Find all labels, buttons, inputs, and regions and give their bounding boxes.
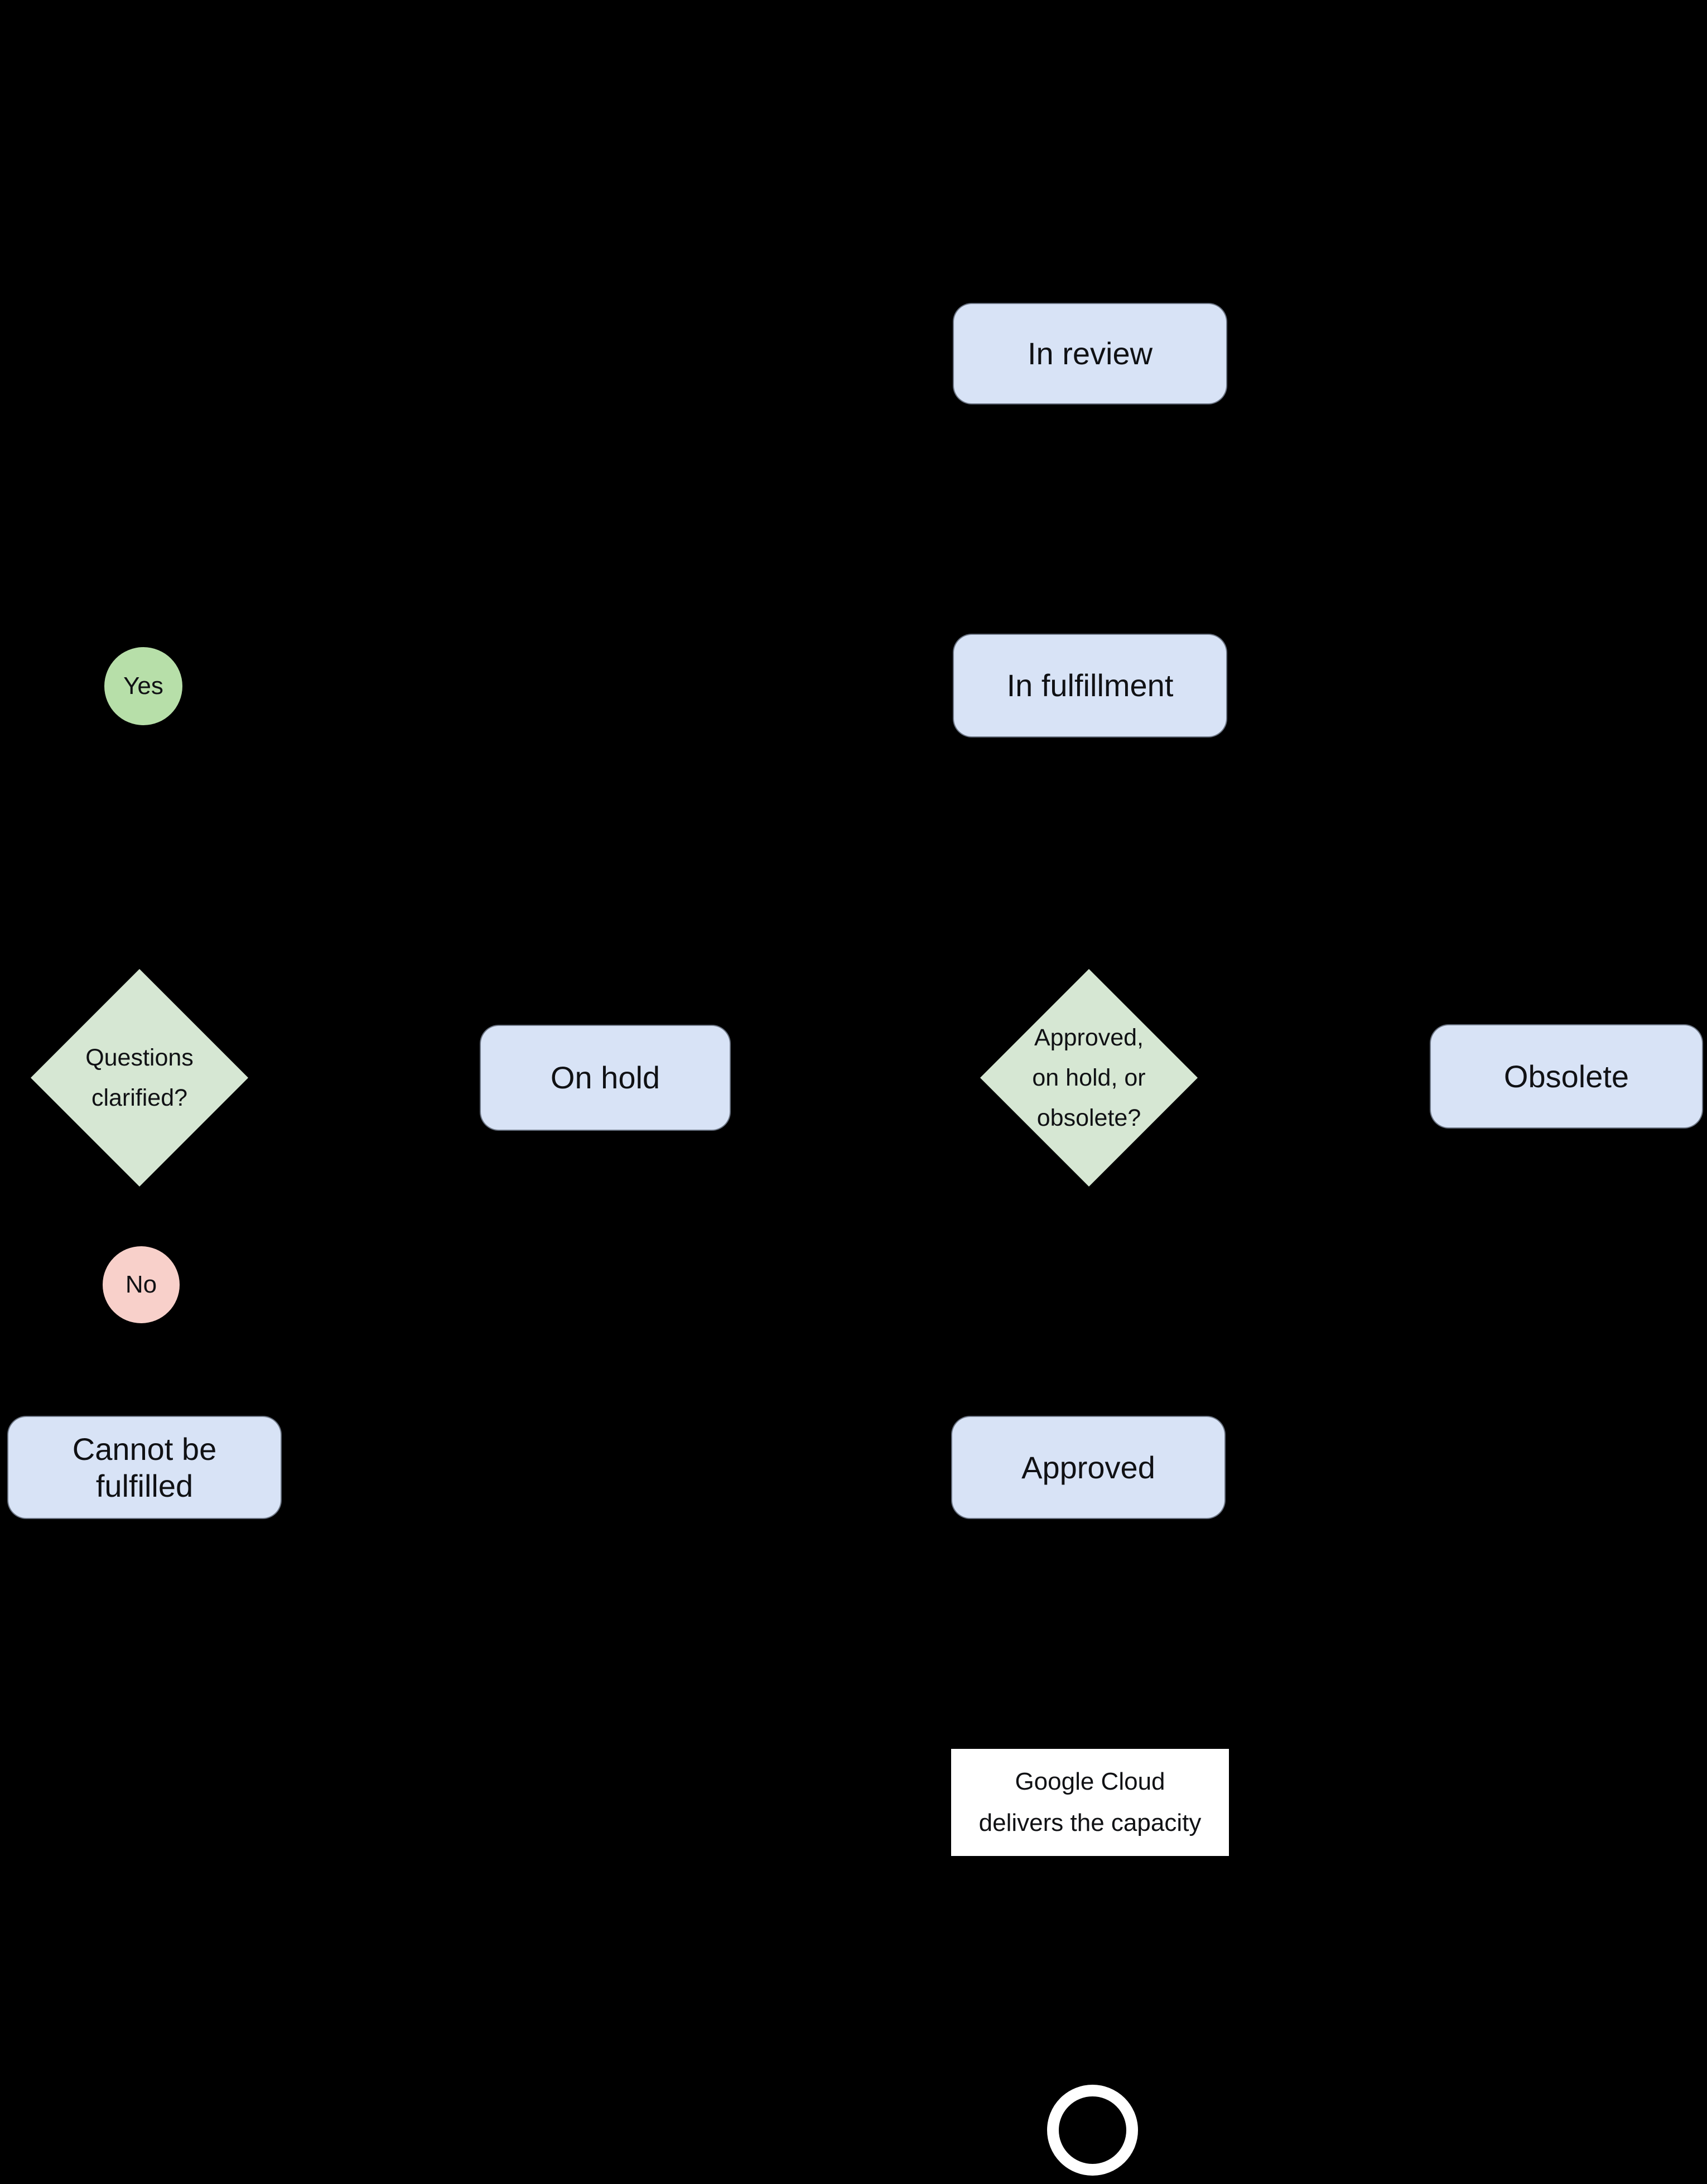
node-label: No	[125, 1271, 157, 1298]
node-label: Google Cloud	[1015, 1768, 1165, 1795]
node-label: Cannot be	[72, 1431, 217, 1467]
node-label: Questions	[85, 1044, 194, 1071]
node-label: clarified?	[91, 1084, 188, 1111]
node-label: Approved	[1021, 1449, 1155, 1485]
end-terminator-icon	[1047, 2085, 1138, 2176]
node-label: Obsolete	[1503, 1058, 1629, 1094]
no-badge: No	[103, 1246, 180, 1323]
node-label: Yes	[123, 672, 163, 700]
node-cannot-be-fulfilled: Cannot be fulfilled	[7, 1416, 282, 1519]
node-on-hold: On hold	[480, 1025, 731, 1131]
node-approved: Approved	[951, 1416, 1226, 1519]
node-label: In review	[1027, 336, 1153, 371]
node-label: on hold, or	[1032, 1064, 1146, 1091]
node-in-fulfillment: In fulfillment	[953, 634, 1227, 737]
node-questions-clarified-decision: Questions clarified?	[31, 969, 248, 1187]
node-label: On hold	[550, 1060, 660, 1095]
node-label: fulfilled	[95, 1468, 194, 1503]
node-label: In fulfillment	[1006, 668, 1174, 703]
node-obsolete: Obsolete	[1430, 1024, 1703, 1129]
node-approved-onhold-obsolete-decision: Approved, on hold, or obsolete?	[980, 969, 1198, 1187]
node-google-cloud-delivers-capacity: Google Cloud delivers the capacity	[951, 1749, 1229, 1856]
node-label: Approved,	[1034, 1024, 1144, 1051]
node-label: delivers the capacity	[978, 1809, 1202, 1836]
yes-badge: Yes	[104, 647, 182, 725]
node-label: obsolete?	[1036, 1105, 1141, 1131]
node-in-review: In review	[953, 303, 1227, 404]
